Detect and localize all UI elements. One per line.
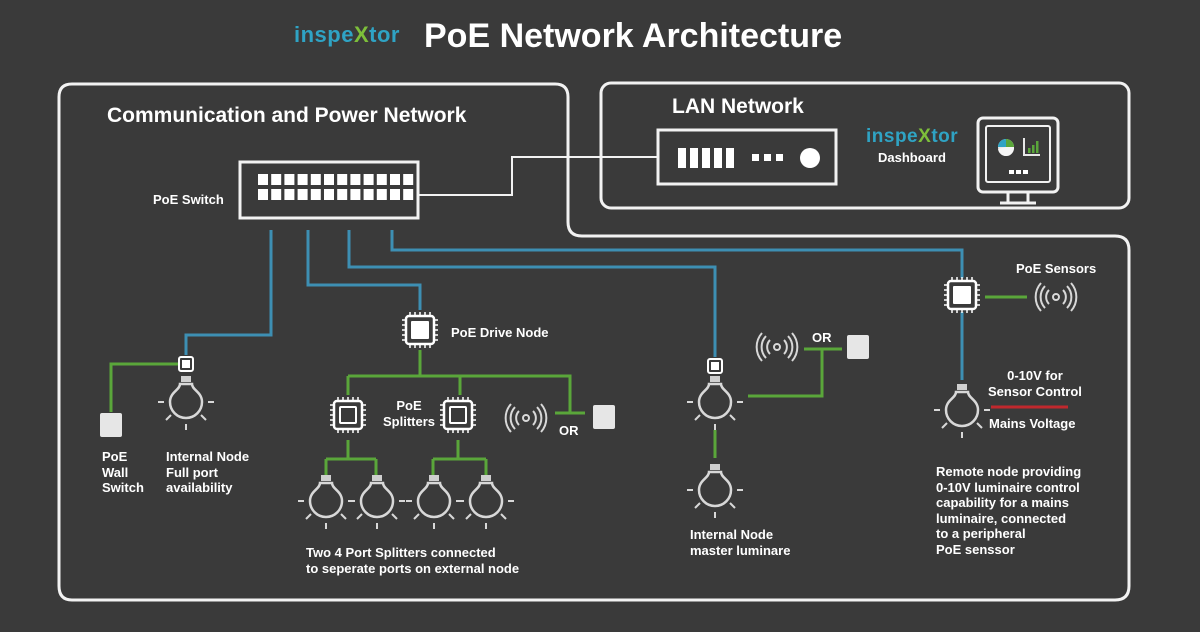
- switch-port: [258, 174, 268, 185]
- switch-port: [376, 189, 387, 200]
- switch-port: [390, 189, 400, 200]
- switch-port: [324, 174, 334, 185]
- switch-port: [284, 174, 295, 185]
- master-luminaire-caption: Internal Node master luminare: [690, 527, 791, 558]
- splitter-chip-icon: [328, 395, 368, 435]
- internal-node-icon: [707, 358, 723, 374]
- splitter-chip-icon: [438, 395, 478, 435]
- bulb-icon: [404, 473, 464, 531]
- uplink-line: [418, 156, 657, 196]
- or-label-1: OR: [559, 423, 579, 438]
- sensor-wave-icon: [504, 403, 548, 433]
- wall-switch-icon: [847, 335, 869, 359]
- or-label-2: OR: [812, 330, 832, 345]
- switch-port: [363, 189, 374, 200]
- switch-port: [350, 189, 361, 200]
- switch-port: [310, 189, 321, 200]
- switch-port: [376, 174, 387, 185]
- dashboard-label: Dashboard: [878, 150, 946, 165]
- switch-port: [337, 189, 348, 200]
- sensor-wave-icon: [755, 332, 799, 362]
- switch-port: [271, 189, 282, 200]
- switch-port: [350, 174, 361, 185]
- splitters-label: PoE Splitters: [383, 398, 436, 429]
- local-links: [109, 295, 1027, 475]
- dashboard-logo: inspeXtor: [866, 126, 959, 147]
- inspextor-logo: inspeXtor: [294, 22, 400, 47]
- poe-sensors-label: PoE Sensors: [1016, 261, 1097, 276]
- wall-switch-icon: [100, 413, 122, 437]
- internal-node-full-label: Internal Node Full port availability: [166, 449, 250, 496]
- switch-port: [324, 189, 334, 200]
- mains-voltage-label: Mains Voltage: [989, 416, 1076, 431]
- switch-port: [403, 189, 414, 200]
- bulb-icon: [296, 473, 356, 531]
- remote-node-caption: Remote node providing 0-10V luminaire co…: [936, 464, 1082, 557]
- lan-network-panel: [599, 81, 1131, 210]
- switch-port: [271, 174, 282, 185]
- bulb-icon: [456, 473, 516, 531]
- poe-sensor-wave-icon: [1034, 282, 1078, 312]
- poe-switch-icon: [238, 160, 420, 220]
- internal-node-icon: [178, 356, 194, 372]
- bulb-icon: [156, 374, 216, 432]
- wall-switch-label: PoE Wall Switch: [102, 449, 144, 496]
- switch-port: [284, 189, 295, 200]
- bulb-icon: [347, 473, 407, 531]
- dashboard-monitor-icon: [976, 116, 1060, 205]
- poe-switch-label: PoE Switch: [153, 192, 224, 207]
- switch-port: [363, 174, 374, 185]
- comm-network-panel: [57, 82, 1131, 602]
- page-title: PoE Network Architecture: [424, 17, 843, 55]
- switch-port: [258, 189, 268, 200]
- lan-panel-title: LAN Network: [672, 95, 804, 118]
- bulb-icon: [685, 462, 745, 520]
- poe-links: [184, 230, 964, 380]
- drive-node-chip-icon: [400, 310, 440, 350]
- mains-bulb-icon: [932, 382, 992, 440]
- splitter-caption: Two 4 Port Splitters connected to sepera…: [306, 545, 520, 576]
- router-icon: [656, 128, 838, 186]
- wall-switch-icon: [593, 405, 615, 429]
- switch-port: [403, 174, 414, 185]
- comm-panel-title: Communication and Power Network: [107, 104, 467, 127]
- switch-port: [390, 174, 400, 185]
- switch-port: [310, 174, 321, 185]
- bulb-icon: [685, 374, 745, 432]
- switch-port: [297, 189, 308, 200]
- switch-port: [297, 174, 308, 185]
- drive-node-label: PoE Drive Node: [451, 325, 549, 340]
- remote-node-chip-icon: [942, 275, 982, 315]
- switch-port: [337, 174, 348, 185]
- sensor-control-label: 0-10V for Sensor Control: [988, 368, 1082, 399]
